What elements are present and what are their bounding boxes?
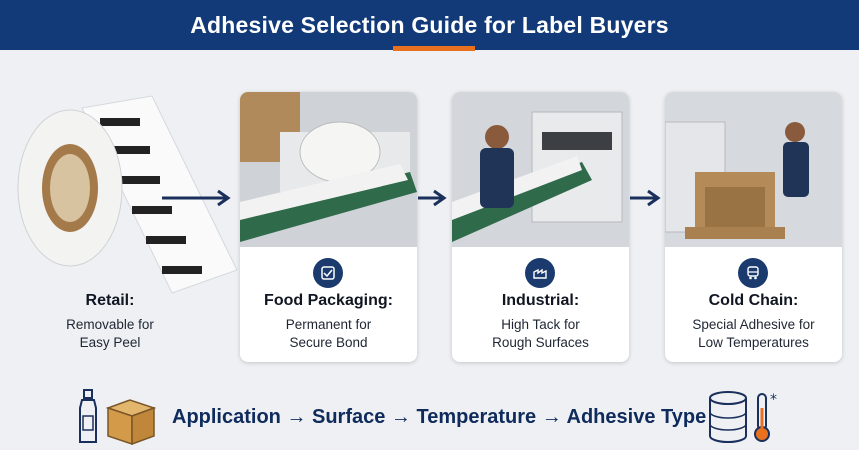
label-roll-image <box>17 95 238 294</box>
card-line1: High Tack for <box>501 317 580 332</box>
bottle-box-icon-group <box>79 389 157 446</box>
truck-icon <box>738 258 768 288</box>
card-line1: Permanent for <box>285 317 372 332</box>
retail-line2: Easy Peel <box>79 335 141 350</box>
page-title: Adhesive Selection Guide for Label Buyer… <box>190 11 669 38</box>
food-packaging-photo <box>240 92 417 247</box>
bottle-icon <box>79 389 97 443</box>
card-line1: Special Adhesive for <box>692 317 815 332</box>
card-industrial: Industrial: High Tack for Rough Surfaces <box>452 92 629 362</box>
card-line2: Secure Bond <box>289 335 368 350</box>
factory-icon <box>525 258 555 288</box>
arrow-right-icon <box>418 189 447 207</box>
card-food-packaging: Food Packaging: Permanent for Secure Bon… <box>240 92 417 362</box>
shield-check-icon <box>313 258 343 288</box>
industrial-photo <box>452 92 629 247</box>
retail-title: Retail: <box>85 292 135 309</box>
arrow-right-icon <box>630 189 661 207</box>
cold-chain-photo <box>665 92 842 247</box>
header-banner: Adhesive Selection Guide for Label Buyer… <box>0 0 859 50</box>
retail-block: Retail: Removable for Easy Peel <box>30 292 190 352</box>
drum-icon <box>709 391 747 443</box>
retail-line1: Removable for <box>66 317 154 332</box>
thermometer-icon: * <box>754 392 777 442</box>
card-title: Food Packaging: <box>264 292 393 309</box>
barcode-labels <box>100 118 202 274</box>
box-icon <box>105 399 157 446</box>
card-title: Industrial: <box>501 292 580 309</box>
svg-text:*: * <box>770 392 777 408</box>
card-line2: Rough Surfaces <box>492 335 589 350</box>
card-cold-chain: Cold Chain: Special Adhesive for Low Tem… <box>665 92 842 362</box>
drum-thermometer-icon-group: * <box>709 391 777 443</box>
arrow-right-icon <box>162 189 231 207</box>
card-line2: Low Temperatures <box>698 335 809 350</box>
title-underline <box>393 46 475 51</box>
selection-formula: Application → Surface → Temperature → Ad… <box>172 406 707 428</box>
card-title: Cold Chain: <box>708 292 799 309</box>
